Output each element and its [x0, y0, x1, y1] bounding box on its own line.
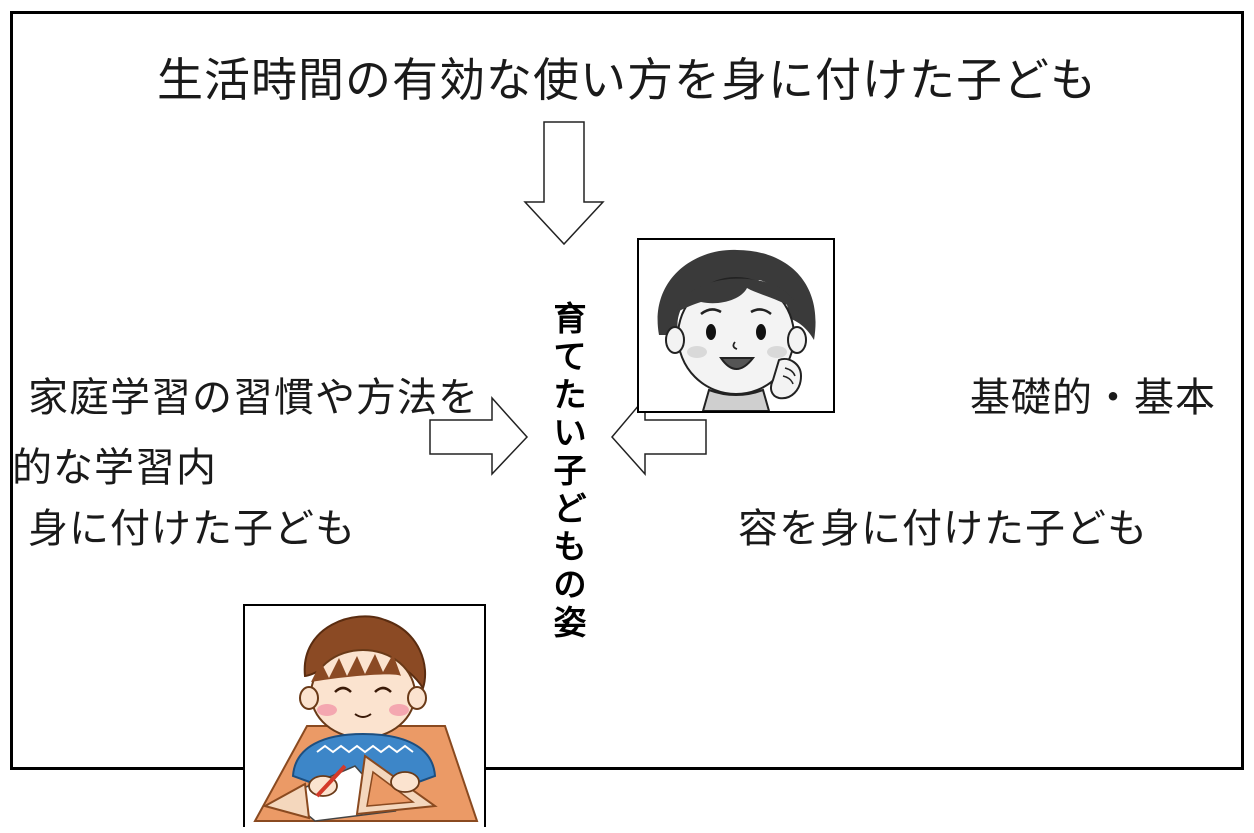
boy-drawing	[253, 615, 479, 822]
left-goal-line-1: 家庭学習の習慣や方法を	[28, 375, 479, 421]
center-char: も	[553, 527, 587, 566]
boy-studying-illustration	[243, 604, 486, 827]
center-char: 育	[553, 299, 587, 338]
girl-drawing	[657, 249, 816, 412]
arrow-left-icon	[611, 395, 707, 476]
center-char: の	[553, 565, 587, 604]
center-char: ど	[553, 489, 587, 528]
center-char: い	[553, 413, 587, 452]
center-char: 子	[553, 451, 587, 490]
right-goal-line-3: 容を身に付けた子ども	[738, 506, 1148, 552]
center-char: 姿	[553, 603, 587, 642]
girl-illustration	[637, 238, 835, 413]
arrow-right-icon	[429, 396, 529, 476]
left-goal-line-2: 的な学習内	[12, 445, 217, 491]
arrow-down-icon	[523, 121, 605, 246]
center-char: て	[553, 337, 587, 376]
left-goal-line-3: 身に付けた子ども	[28, 506, 356, 552]
center-vertical-label: 育 て た い 子 ど も の 姿	[549, 300, 591, 642]
top-goal-text: 生活時間の有効な使い方を身に付けた子ども	[157, 53, 1097, 107]
diagram-frame	[10, 11, 1244, 770]
center-char: た	[553, 375, 587, 414]
right-goal-line-1: 基礎的・基本	[970, 375, 1216, 421]
